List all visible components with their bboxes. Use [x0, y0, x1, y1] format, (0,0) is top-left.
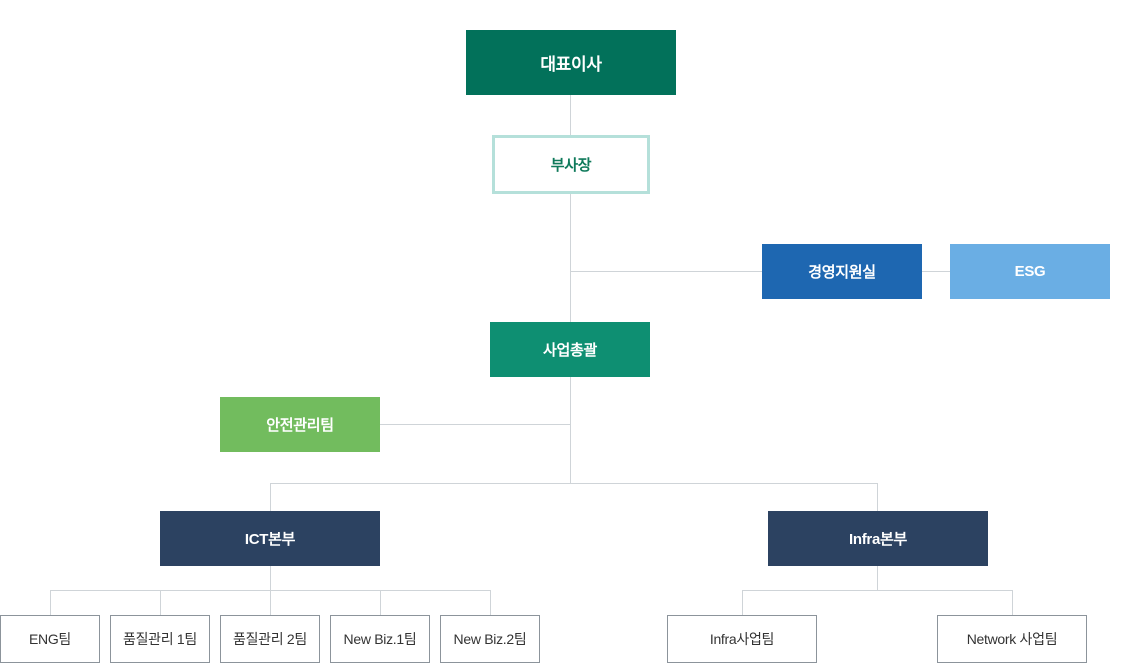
team-box-newbiz1: New Biz.1팀 [330, 615, 430, 663]
team-box-infra-business: Infra사업팀 [667, 615, 817, 663]
team-box-qa2: 품질관리 2팀 [220, 615, 320, 663]
team-box-newbiz2: New Biz.2팀 [440, 615, 540, 663]
team-box-eng: ENG팀 [0, 615, 100, 663]
vice-president-box: 부사장 [492, 135, 650, 194]
safety-team-box: 안전관리팀 [220, 397, 380, 452]
safety-team-label: 안전관리팀 [266, 417, 334, 434]
team-box-network-business: Network 사업팀 [937, 615, 1087, 663]
team-label: 품질관리 2팀 [233, 631, 307, 647]
vice-president-label: 부사장 [550, 157, 592, 174]
management-support-label: 경영지원실 [808, 264, 876, 281]
team-label: New Biz.1팀 [343, 631, 417, 647]
team-label: Infra사업팀 [709, 631, 775, 647]
business-head-box: 사업총괄 [490, 322, 650, 377]
ict-division-label: ICT본부 [244, 531, 296, 548]
team-label: ENG팀 [28, 631, 72, 647]
esg-box: ESG [950, 244, 1110, 299]
infra-division-label: Infra본부 [848, 531, 907, 548]
ceo-box: 대표이사 [466, 30, 676, 95]
ict-division-box: ICT본부 [160, 511, 380, 566]
management-support-box: 경영지원실 [762, 244, 922, 299]
team-label: Network 사업팀 [966, 631, 1058, 647]
team-label: New Biz.2팀 [453, 631, 527, 647]
ceo-label: 대표이사 [540, 55, 602, 74]
team-box-qa1: 품질관리 1팀 [110, 615, 210, 663]
business-head-label: 사업총괄 [542, 342, 597, 359]
infra-division-box: Infra본부 [768, 511, 988, 566]
team-label: 품질관리 1팀 [123, 631, 197, 647]
esg-label: ESG [1014, 263, 1046, 280]
